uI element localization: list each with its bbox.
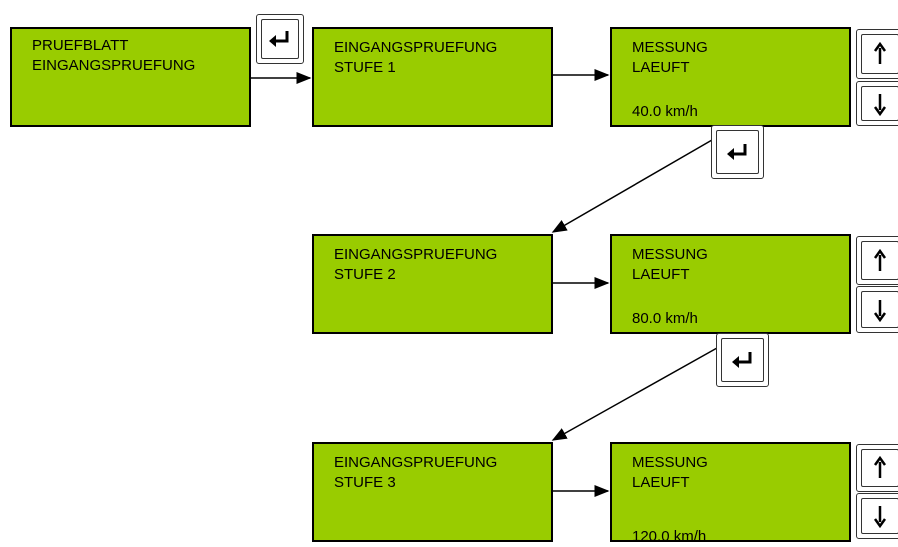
up-key-1[interactable]: [856, 29, 898, 79]
screen-line-2: LAEUFT: [632, 59, 690, 76]
screen-measurement-3: MESSUNG LAEUFT 120.0 km/h: [610, 442, 851, 545]
down-key-1[interactable]: [856, 81, 898, 126]
screen-line-2: STUFE 2: [334, 266, 396, 283]
up-key-3[interactable]: [856, 444, 898, 492]
screen-line-2: STUFE 3: [334, 474, 396, 491]
screen-line-2: LAEUFT: [632, 474, 690, 491]
down-key-2[interactable]: [856, 286, 898, 333]
enter-key-2[interactable]: [711, 125, 764, 179]
enter-key-icon: [731, 352, 751, 368]
screen-line-1: PRUEFBLATT: [32, 37, 129, 54]
arrow-meas2-to-stage3: [551, 347, 718, 441]
up-arrow-icon: [873, 248, 887, 271]
enter-key-icon: [726, 144, 746, 160]
screen-line-1: EINGANGSPRUEFUNG: [334, 454, 498, 471]
screen-line-1: MESSUNG: [632, 454, 708, 471]
screen-measurement-2: MESSUNG LAEUFT 80.0 km/h: [610, 234, 851, 334]
speed-value: 120.0 km/h: [632, 528, 707, 545]
enter-key-3[interactable]: [716, 333, 769, 387]
arrow-meas1-to-stage2: [551, 139, 713, 233]
enter-key-icon: [269, 31, 289, 47]
screen-line-1: EINGANGSPRUEFUNG: [334, 246, 498, 263]
up-arrow-icon: [873, 42, 887, 64]
screen-measurement-1: MESSUNG LAEUFT 40.0 km/h: [610, 27, 851, 127]
screen-stage-1: EINGANGSPRUEFUNG STUFE 1: [312, 27, 553, 127]
enter-key-1[interactable]: [256, 14, 304, 64]
speed-value: 40.0 km/h: [632, 103, 698, 120]
screen-start: PRUEFBLATT EINGANGSPRUEFUNG: [10, 27, 251, 127]
screen-line-2: EINGANGSPRUEFUNG: [32, 57, 196, 74]
screen-stage-2: EINGANGSPRUEFUNG STUFE 2: [312, 234, 553, 334]
up-key-2[interactable]: [856, 236, 898, 285]
screen-stage-3: EINGANGSPRUEFUNG STUFE 3: [312, 442, 553, 542]
screen-line-2: LAEUFT: [632, 266, 690, 283]
down-arrow-icon: [873, 506, 887, 528]
screen-line-1: MESSUNG: [632, 39, 708, 56]
down-key-3[interactable]: [856, 493, 898, 539]
screen-line-2: STUFE 1: [334, 59, 396, 76]
down-arrow-icon: [873, 299, 887, 322]
up-arrow-icon: [873, 456, 887, 478]
screen-line-1: EINGANGSPRUEFUNG: [334, 39, 498, 56]
down-arrow-icon: [873, 93, 887, 116]
screen-line-1: MESSUNG: [632, 246, 708, 263]
speed-value: 80.0 km/h: [632, 310, 698, 327]
